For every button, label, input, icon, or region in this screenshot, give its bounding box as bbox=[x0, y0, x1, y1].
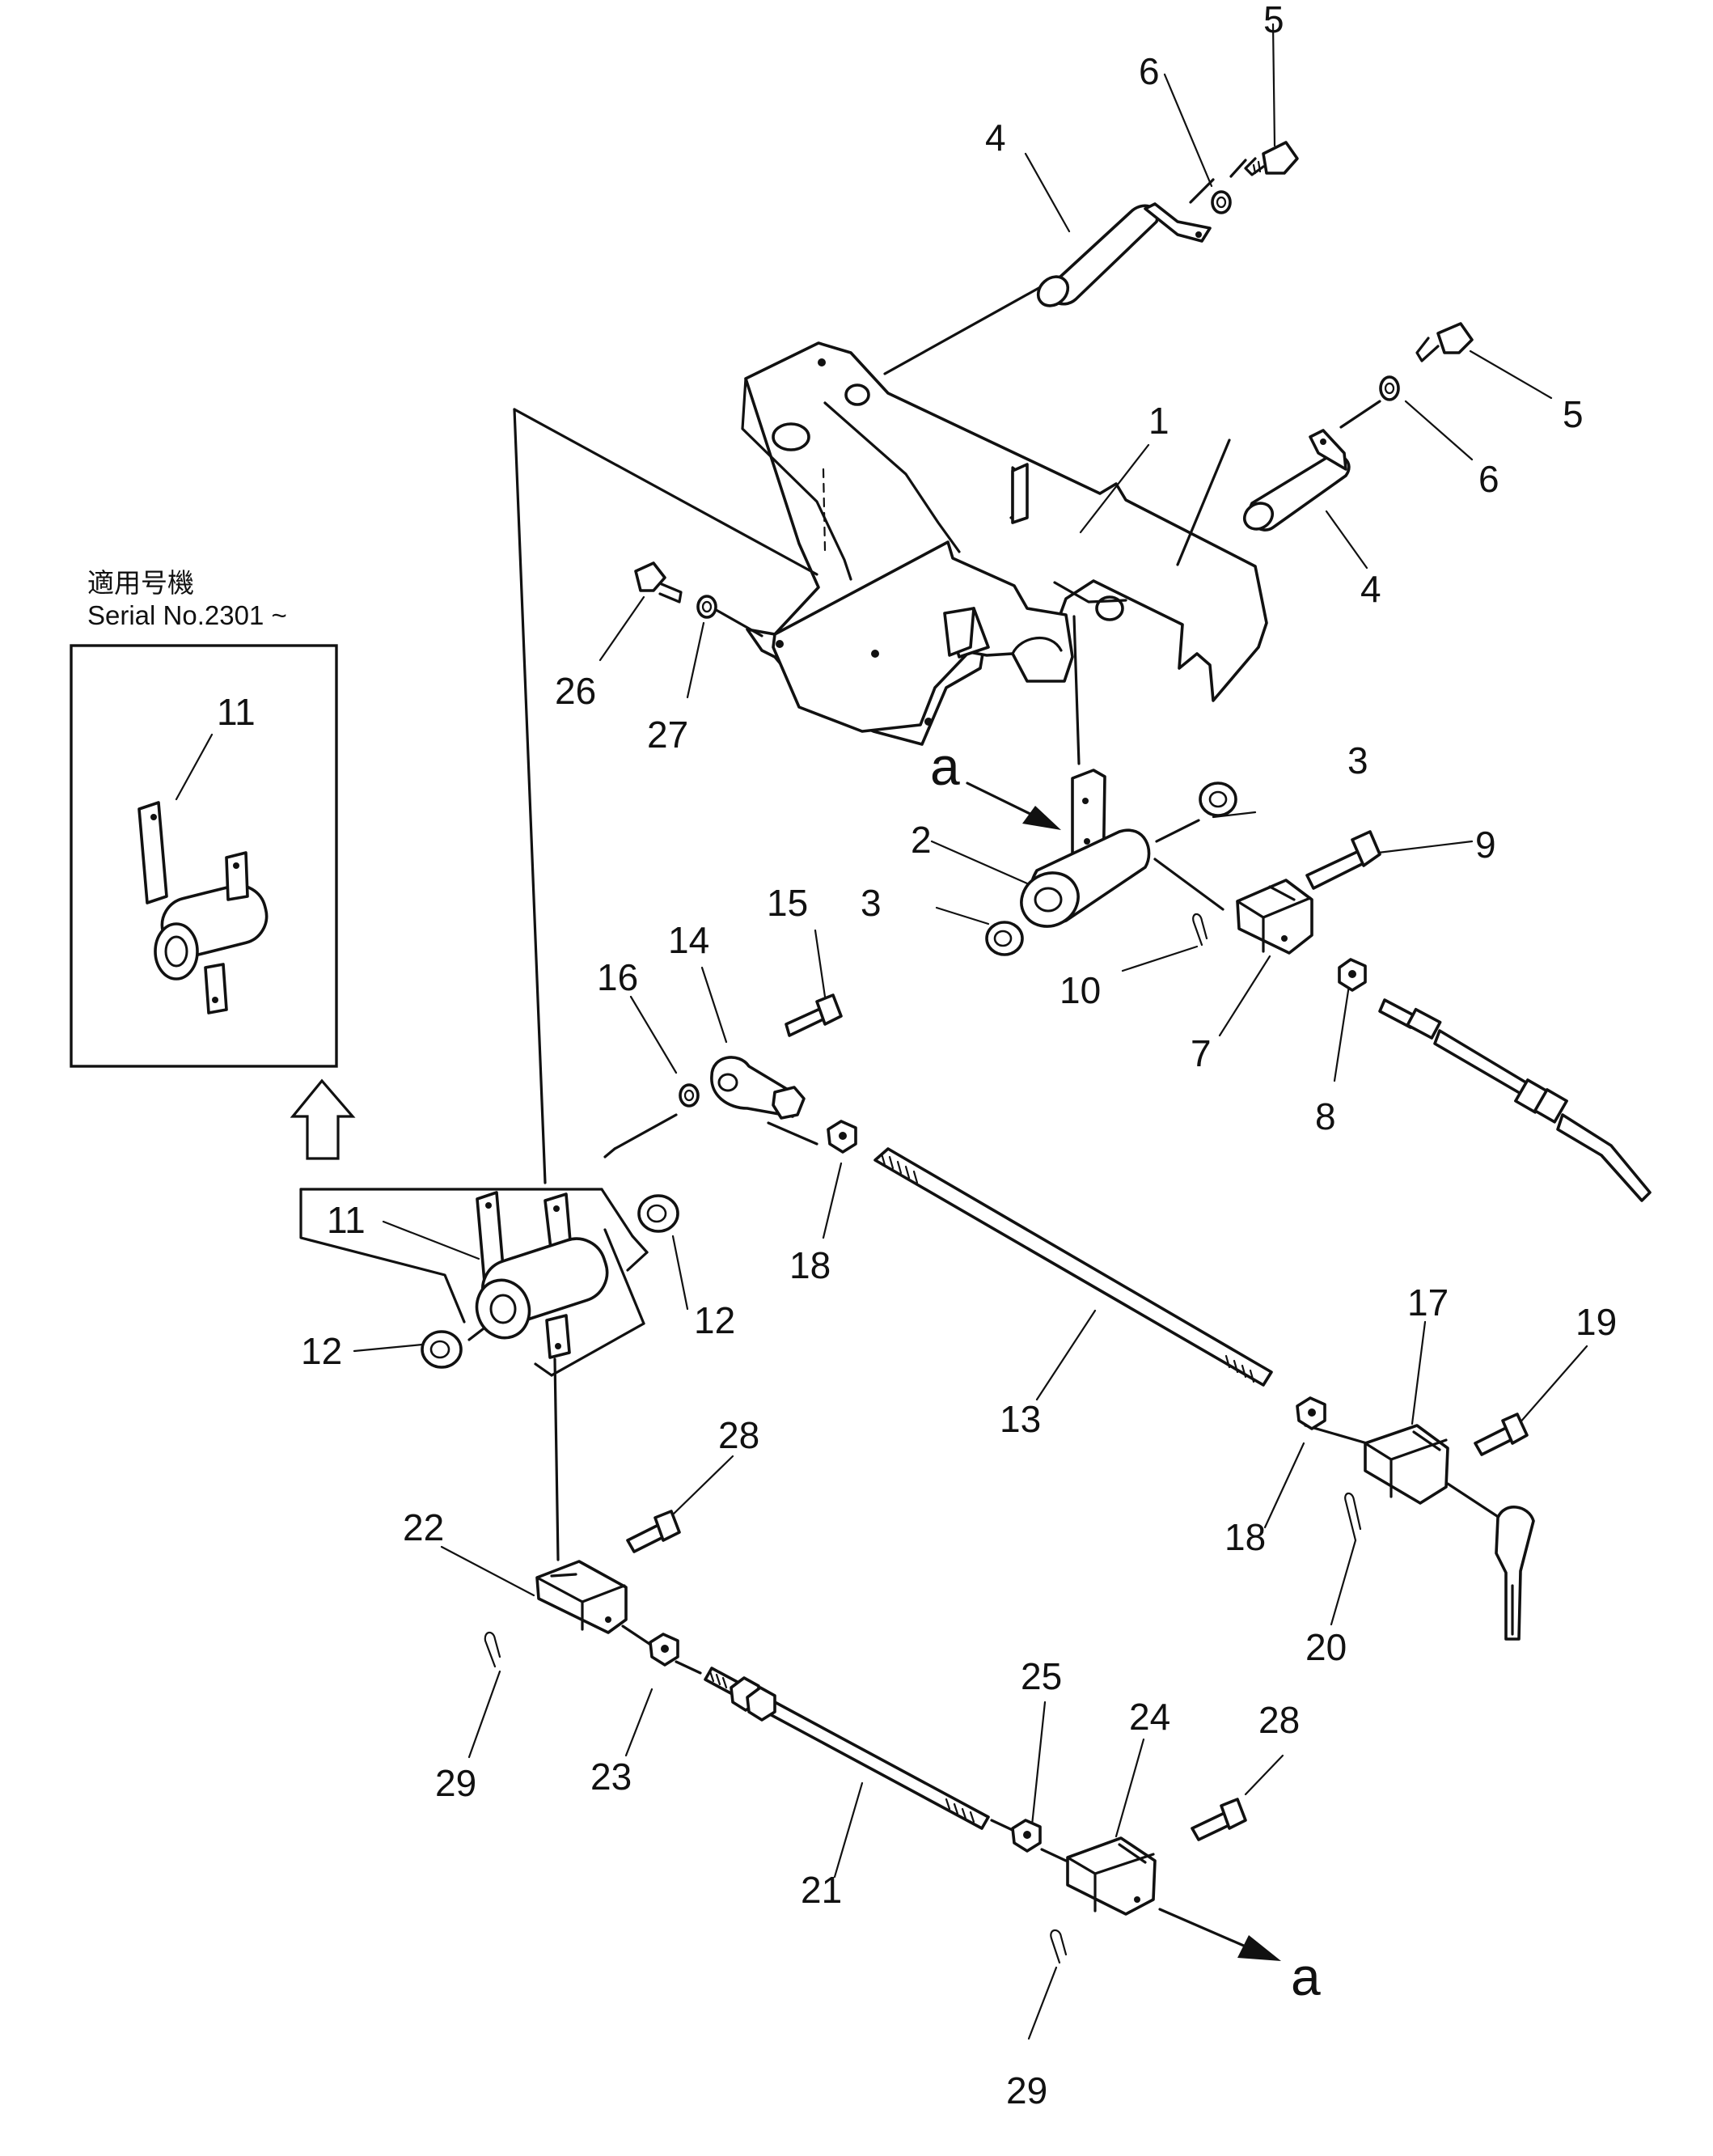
callout-29: 29 bbox=[435, 1762, 476, 1804]
callout-29: 29 bbox=[1006, 2069, 1047, 2112]
callout-1: 1 bbox=[1148, 400, 1169, 442]
callout-22: 22 bbox=[403, 1506, 444, 1548]
inset-applicable-machine: 適用号機 bbox=[87, 568, 194, 598]
inset-serial-number: Serial No.2301 ~ bbox=[87, 600, 287, 630]
rod-13 bbox=[873, 1147, 1273, 1387]
callout-5: 5 bbox=[1563, 393, 1584, 435]
callout-14: 14 bbox=[668, 919, 709, 961]
inset-frame bbox=[70, 644, 338, 1068]
washer-6-top bbox=[1211, 190, 1232, 214]
cotter-pin-29-left bbox=[484, 1631, 501, 1668]
pivot-lever-2 bbox=[1020, 769, 1151, 928]
inset-leader bbox=[175, 733, 214, 801]
bushing-3-right bbox=[1199, 781, 1237, 817]
callout-9: 9 bbox=[1475, 824, 1496, 866]
view-arrow-start: a bbox=[930, 736, 1061, 830]
inset-part-label: 11 bbox=[217, 691, 256, 733]
bolt-28-lower bbox=[1191, 1798, 1247, 1841]
callout-18: 18 bbox=[789, 1244, 831, 1286]
bushing-12-left bbox=[421, 1330, 463, 1369]
callout-4: 4 bbox=[985, 116, 1006, 159]
callout-3: 3 bbox=[1347, 739, 1368, 781]
nut-25 bbox=[1011, 1819, 1042, 1853]
callout-24: 24 bbox=[1129, 1696, 1170, 1738]
callout-19: 19 bbox=[1576, 1301, 1617, 1343]
callout-10: 10 bbox=[1060, 969, 1101, 1011]
bushing-12-right bbox=[637, 1194, 679, 1233]
callout-12: 12 bbox=[694, 1299, 735, 1341]
view-arrow-end: a bbox=[1158, 1908, 1321, 2006]
bolt-15 bbox=[785, 993, 843, 1037]
callout-6: 6 bbox=[1139, 50, 1160, 92]
lever-arm-right bbox=[1495, 1506, 1535, 1641]
view-marker-a-start: a bbox=[930, 736, 960, 796]
callout-28: 28 bbox=[718, 1414, 759, 1456]
callout-15: 15 bbox=[767, 882, 808, 924]
callout-11: 11 bbox=[327, 1199, 366, 1241]
nut-8 bbox=[1338, 958, 1367, 992]
bolt-19 bbox=[1474, 1413, 1529, 1456]
callout-8: 8 bbox=[1315, 1095, 1336, 1137]
callout-17: 17 bbox=[1407, 1281, 1449, 1324]
pin-4-top bbox=[1036, 202, 1212, 307]
bushing-3-left bbox=[985, 921, 1024, 956]
leader-lines bbox=[299, 23, 1588, 2040]
nut-18-upper bbox=[827, 1120, 857, 1154]
callout-4: 4 bbox=[1360, 568, 1381, 610]
lever-11 bbox=[475, 1191, 609, 1359]
callout-6: 6 bbox=[1478, 458, 1499, 500]
callout-28: 28 bbox=[1258, 1699, 1300, 1741]
callout-13: 13 bbox=[1000, 1398, 1041, 1440]
clevis-22 bbox=[535, 1560, 628, 1634]
nut-23 bbox=[649, 1633, 679, 1667]
callout-5: 5 bbox=[1263, 0, 1284, 40]
cotter-pin-29-bottom bbox=[1050, 1929, 1068, 1964]
washer-27 bbox=[696, 595, 717, 619]
bolt-5-right bbox=[1415, 322, 1474, 362]
washer-6-right bbox=[1379, 375, 1400, 401]
view-marker-a-end: a bbox=[1291, 1946, 1321, 2006]
callout-3: 3 bbox=[861, 882, 882, 924]
cotter-pin-20 bbox=[1344, 1492, 1362, 1542]
bolt-5-top bbox=[1244, 141, 1299, 176]
callout-23: 23 bbox=[590, 1756, 632, 1798]
callout-12: 12 bbox=[301, 1330, 342, 1372]
callout-2: 2 bbox=[911, 819, 932, 861]
callout-26: 26 bbox=[555, 670, 596, 712]
inset-panel: 適用号機 Serial No.2301 ~ 11 bbox=[70, 568, 356, 1160]
callout-16: 16 bbox=[597, 956, 638, 998]
inset-pointer-arrow bbox=[290, 1078, 356, 1160]
clevis-17 bbox=[1364, 1424, 1449, 1505]
bolt-28-upper bbox=[626, 1510, 681, 1553]
callout-18: 18 bbox=[1224, 1516, 1266, 1558]
cotter-pin-10 bbox=[1192, 913, 1208, 947]
clevis-7 bbox=[1236, 879, 1313, 955]
callout-27: 27 bbox=[647, 714, 688, 756]
main-bracket bbox=[741, 341, 1268, 746]
bolt-26 bbox=[634, 561, 683, 604]
nut-18-lower bbox=[1296, 1396, 1326, 1430]
callout-20: 20 bbox=[1305, 1626, 1347, 1668]
inset-lever-drawing bbox=[137, 801, 269, 1014]
washer-16 bbox=[679, 1083, 700, 1108]
rod-end-14 bbox=[710, 1056, 806, 1120]
callout-25: 25 bbox=[1021, 1655, 1062, 1697]
control-cable bbox=[1378, 998, 1652, 1202]
callout-numbers: 5 6 4 1 5 6 4 26 27 3 2 3 9 15 14 16 10 … bbox=[301, 0, 1617, 2112]
rod-21 bbox=[704, 1667, 990, 1830]
bolt-9 bbox=[1305, 830, 1381, 890]
callout-21: 21 bbox=[801, 1869, 842, 1911]
clevis-24 bbox=[1066, 1836, 1157, 1916]
callout-7: 7 bbox=[1191, 1032, 1212, 1074]
pin-4-right bbox=[1242, 429, 1351, 532]
